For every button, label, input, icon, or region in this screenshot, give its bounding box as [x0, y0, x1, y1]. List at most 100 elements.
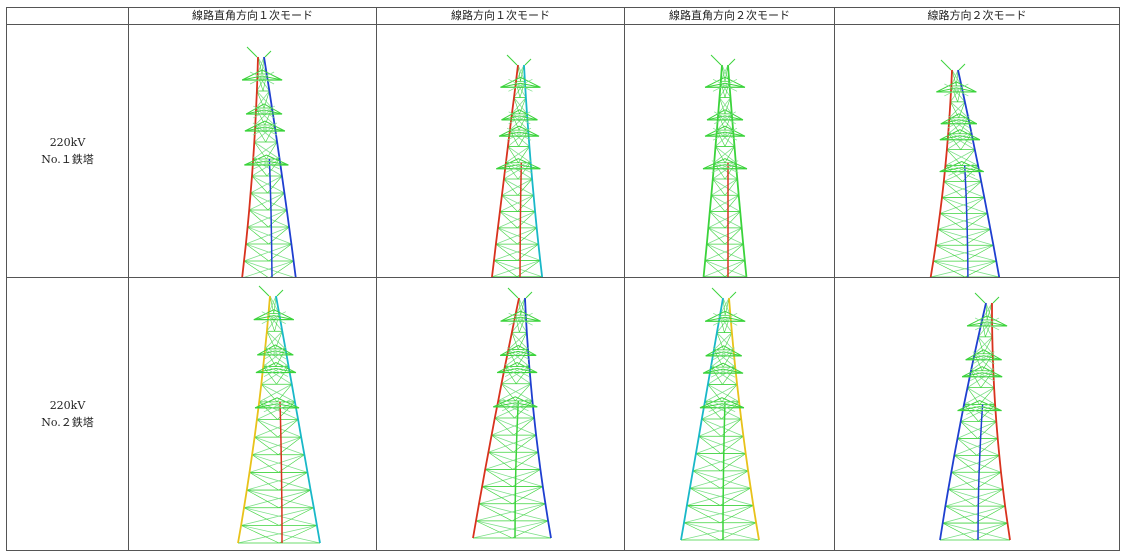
tower-leg — [939, 302, 987, 541]
tower-figure-cell — [128, 24, 377, 278]
row-label-tower-1: 220kV No.１鉄塔 — [6, 24, 129, 278]
row-label-tower-name: No.２鉄塔 — [41, 416, 94, 429]
tower-center-leg — [963, 165, 969, 277]
cross-arm — [499, 344, 537, 360]
cross-arm — [699, 397, 745, 413]
tower-figure-cell — [376, 24, 625, 278]
cross-arm — [936, 81, 977, 97]
tower-peak — [711, 287, 723, 299]
tower-mode-figure — [472, 287, 552, 539]
tower-mode-figure — [491, 54, 543, 277]
tower-lattice — [939, 302, 1011, 541]
cross-arm — [501, 109, 538, 125]
tower-leg — [680, 297, 724, 541]
tower-lattice — [703, 64, 747, 277]
tower-leg — [524, 297, 552, 539]
cross-arm — [493, 396, 538, 412]
tower-peak — [258, 285, 270, 297]
tower-figure-cell — [624, 24, 835, 278]
cross-arm — [496, 362, 538, 377]
tower-figure-cell — [624, 277, 835, 551]
cross-arm — [254, 397, 300, 413]
tower-leg — [472, 297, 520, 539]
tower-peak — [525, 291, 533, 299]
cross-arm — [706, 109, 744, 125]
tower-leg — [263, 56, 297, 277]
tower-leg — [991, 303, 1011, 541]
tower-leg — [275, 295, 321, 544]
tower-leg — [523, 64, 543, 277]
tower-leg — [241, 56, 259, 277]
tower-peak — [246, 46, 258, 58]
cross-arm — [255, 362, 297, 377]
cross-arm — [939, 129, 981, 145]
cross-arm — [253, 309, 295, 324]
tower-peak — [958, 63, 966, 71]
column-header-transverse-2nd-mode: 線路直角方向２次モード — [624, 7, 835, 25]
tower-center-leg — [519, 162, 523, 277]
column-header-transverse-1st-mode: 線路直角方向１次モード — [128, 7, 377, 25]
tower-mode-figure — [939, 292, 1011, 541]
tower-center-leg — [279, 401, 283, 543]
tower-center-leg — [514, 400, 520, 539]
tower-lattice — [680, 297, 760, 541]
tower-mode-figure — [680, 287, 760, 541]
cross-arm — [702, 158, 748, 174]
tower-peak — [506, 54, 518, 66]
cross-arm — [940, 113, 978, 129]
cross-arm — [705, 345, 742, 361]
cross-arm — [961, 366, 1003, 382]
row-label-tower-name: No.１鉄塔 — [41, 153, 94, 166]
cross-arm — [241, 69, 283, 85]
cross-arm — [257, 344, 294, 360]
tower-mode-figure — [241, 46, 297, 277]
cross-arm — [965, 349, 1002, 365]
tower-mode-figure — [929, 59, 1001, 277]
cross-arm — [500, 76, 541, 92]
corner-header — [6, 7, 129, 25]
row-label-tower-2: 220kV No.２鉄塔 — [6, 277, 129, 551]
mode-shape-table: 線路直角方向１次モード 線路方向１次モード 線路直角方向２次モード 線路方向２次… — [6, 7, 1120, 551]
tower-leg — [929, 69, 953, 277]
tower-peak — [264, 50, 272, 58]
tower-peak — [940, 59, 952, 71]
tower-leg — [957, 69, 1001, 277]
cross-arm — [966, 315, 1008, 331]
tower-leg — [702, 64, 723, 277]
tower-figure-cell — [834, 277, 1120, 551]
cross-arm — [498, 125, 540, 141]
cross-arm — [245, 103, 283, 119]
tower-peak — [507, 287, 519, 299]
column-header-longitudinal-2nd-mode: 線路方向２次モード — [834, 7, 1120, 25]
tower-center-leg — [977, 404, 984, 541]
cross-arm — [244, 120, 286, 136]
cross-arm — [496, 158, 541, 174]
tower-figure-cell — [128, 277, 377, 551]
tower-figure-cell — [376, 277, 625, 551]
cross-arm — [704, 76, 746, 92]
tower-leg — [237, 295, 271, 544]
cross-arm — [500, 310, 541, 326]
tower-peak — [710, 54, 722, 66]
tower-lattice — [491, 64, 543, 277]
tower-mode-figure — [237, 285, 321, 544]
row-label-voltage: 220kV — [49, 136, 86, 149]
tower-lattice — [237, 295, 321, 544]
tower-peak — [992, 296, 1000, 304]
tower-peak — [729, 291, 737, 299]
tower-figure-cell — [834, 24, 1120, 278]
cross-arm — [939, 161, 984, 176]
cross-arm — [957, 400, 1002, 415]
tower-leg — [491, 64, 519, 277]
row-label-voltage: 220kV — [49, 399, 86, 412]
tower-peak — [524, 58, 532, 66]
tower-center-leg — [268, 158, 273, 277]
tower-leg — [728, 297, 760, 541]
cross-arm — [704, 310, 746, 326]
tower-peak — [974, 292, 986, 304]
tower-peak — [728, 58, 736, 66]
tower-mode-figure — [702, 54, 748, 277]
tower-peak — [276, 289, 284, 297]
cross-arm — [244, 154, 289, 170]
cross-arm — [702, 362, 744, 378]
